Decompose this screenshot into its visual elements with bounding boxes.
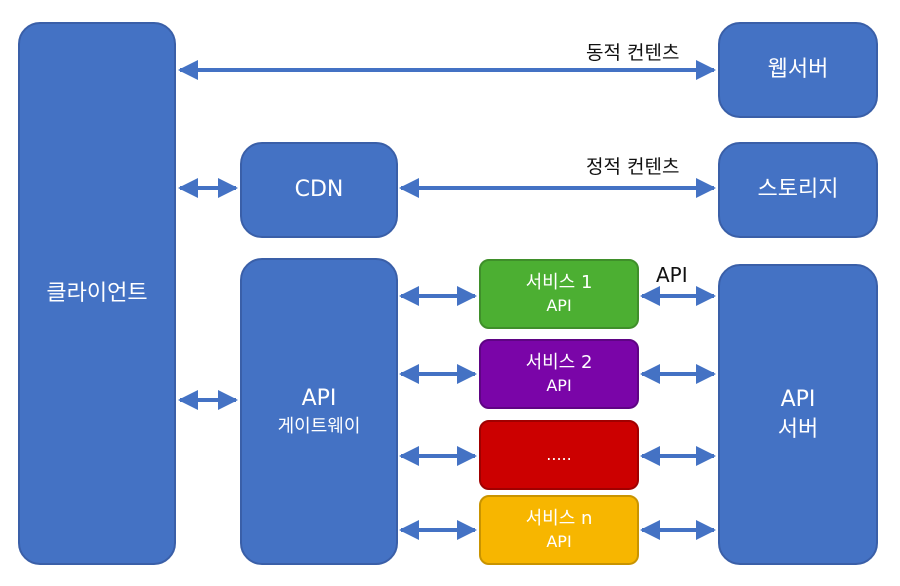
service-1-subtitle: API	[546, 296, 572, 315]
api-gateway-title: API	[301, 385, 337, 411]
service-n-subtitle: API	[546, 532, 572, 551]
service-2-subtitle: API	[546, 376, 572, 395]
api-server-title: API	[780, 386, 816, 412]
api-server-node: API 서버	[718, 264, 878, 565]
api-server-subtitle: 서버	[777, 416, 819, 442]
dynamic-content-label: 동적 컨텐츠	[586, 42, 680, 64]
service-n-title: 서비스 n	[525, 508, 593, 529]
cdn-label: CDN	[294, 177, 344, 202]
service-2-title: 서비스 2	[525, 352, 593, 373]
cdn-node: CDN	[240, 142, 398, 238]
service-2-node: 서비스 2 API	[479, 339, 639, 409]
storage-node: 스토리지	[718, 142, 878, 238]
service-1-title: 서비스 1	[525, 272, 593, 293]
service-n-node: 서비스 n API	[479, 495, 639, 565]
client-node: 클라이언트	[18, 22, 176, 565]
service-more-label: .....	[546, 445, 572, 464]
service-1-node: 서비스 1 API	[479, 259, 639, 329]
static-content-label: 정적 컨텐츠	[586, 156, 680, 178]
api-gateway-node: API 게이트웨이	[240, 258, 398, 565]
service-more-node: .....	[479, 420, 639, 490]
api-gateway-subtitle: 게이트웨이	[277, 415, 361, 437]
web-server-label: 웹서버	[767, 57, 829, 82]
api-edge-label: API	[656, 263, 688, 287]
client-label: 클라이언트	[46, 280, 148, 306]
web-server-node: 웹서버	[718, 22, 878, 118]
storage-label: 스토리지	[757, 177, 839, 202]
